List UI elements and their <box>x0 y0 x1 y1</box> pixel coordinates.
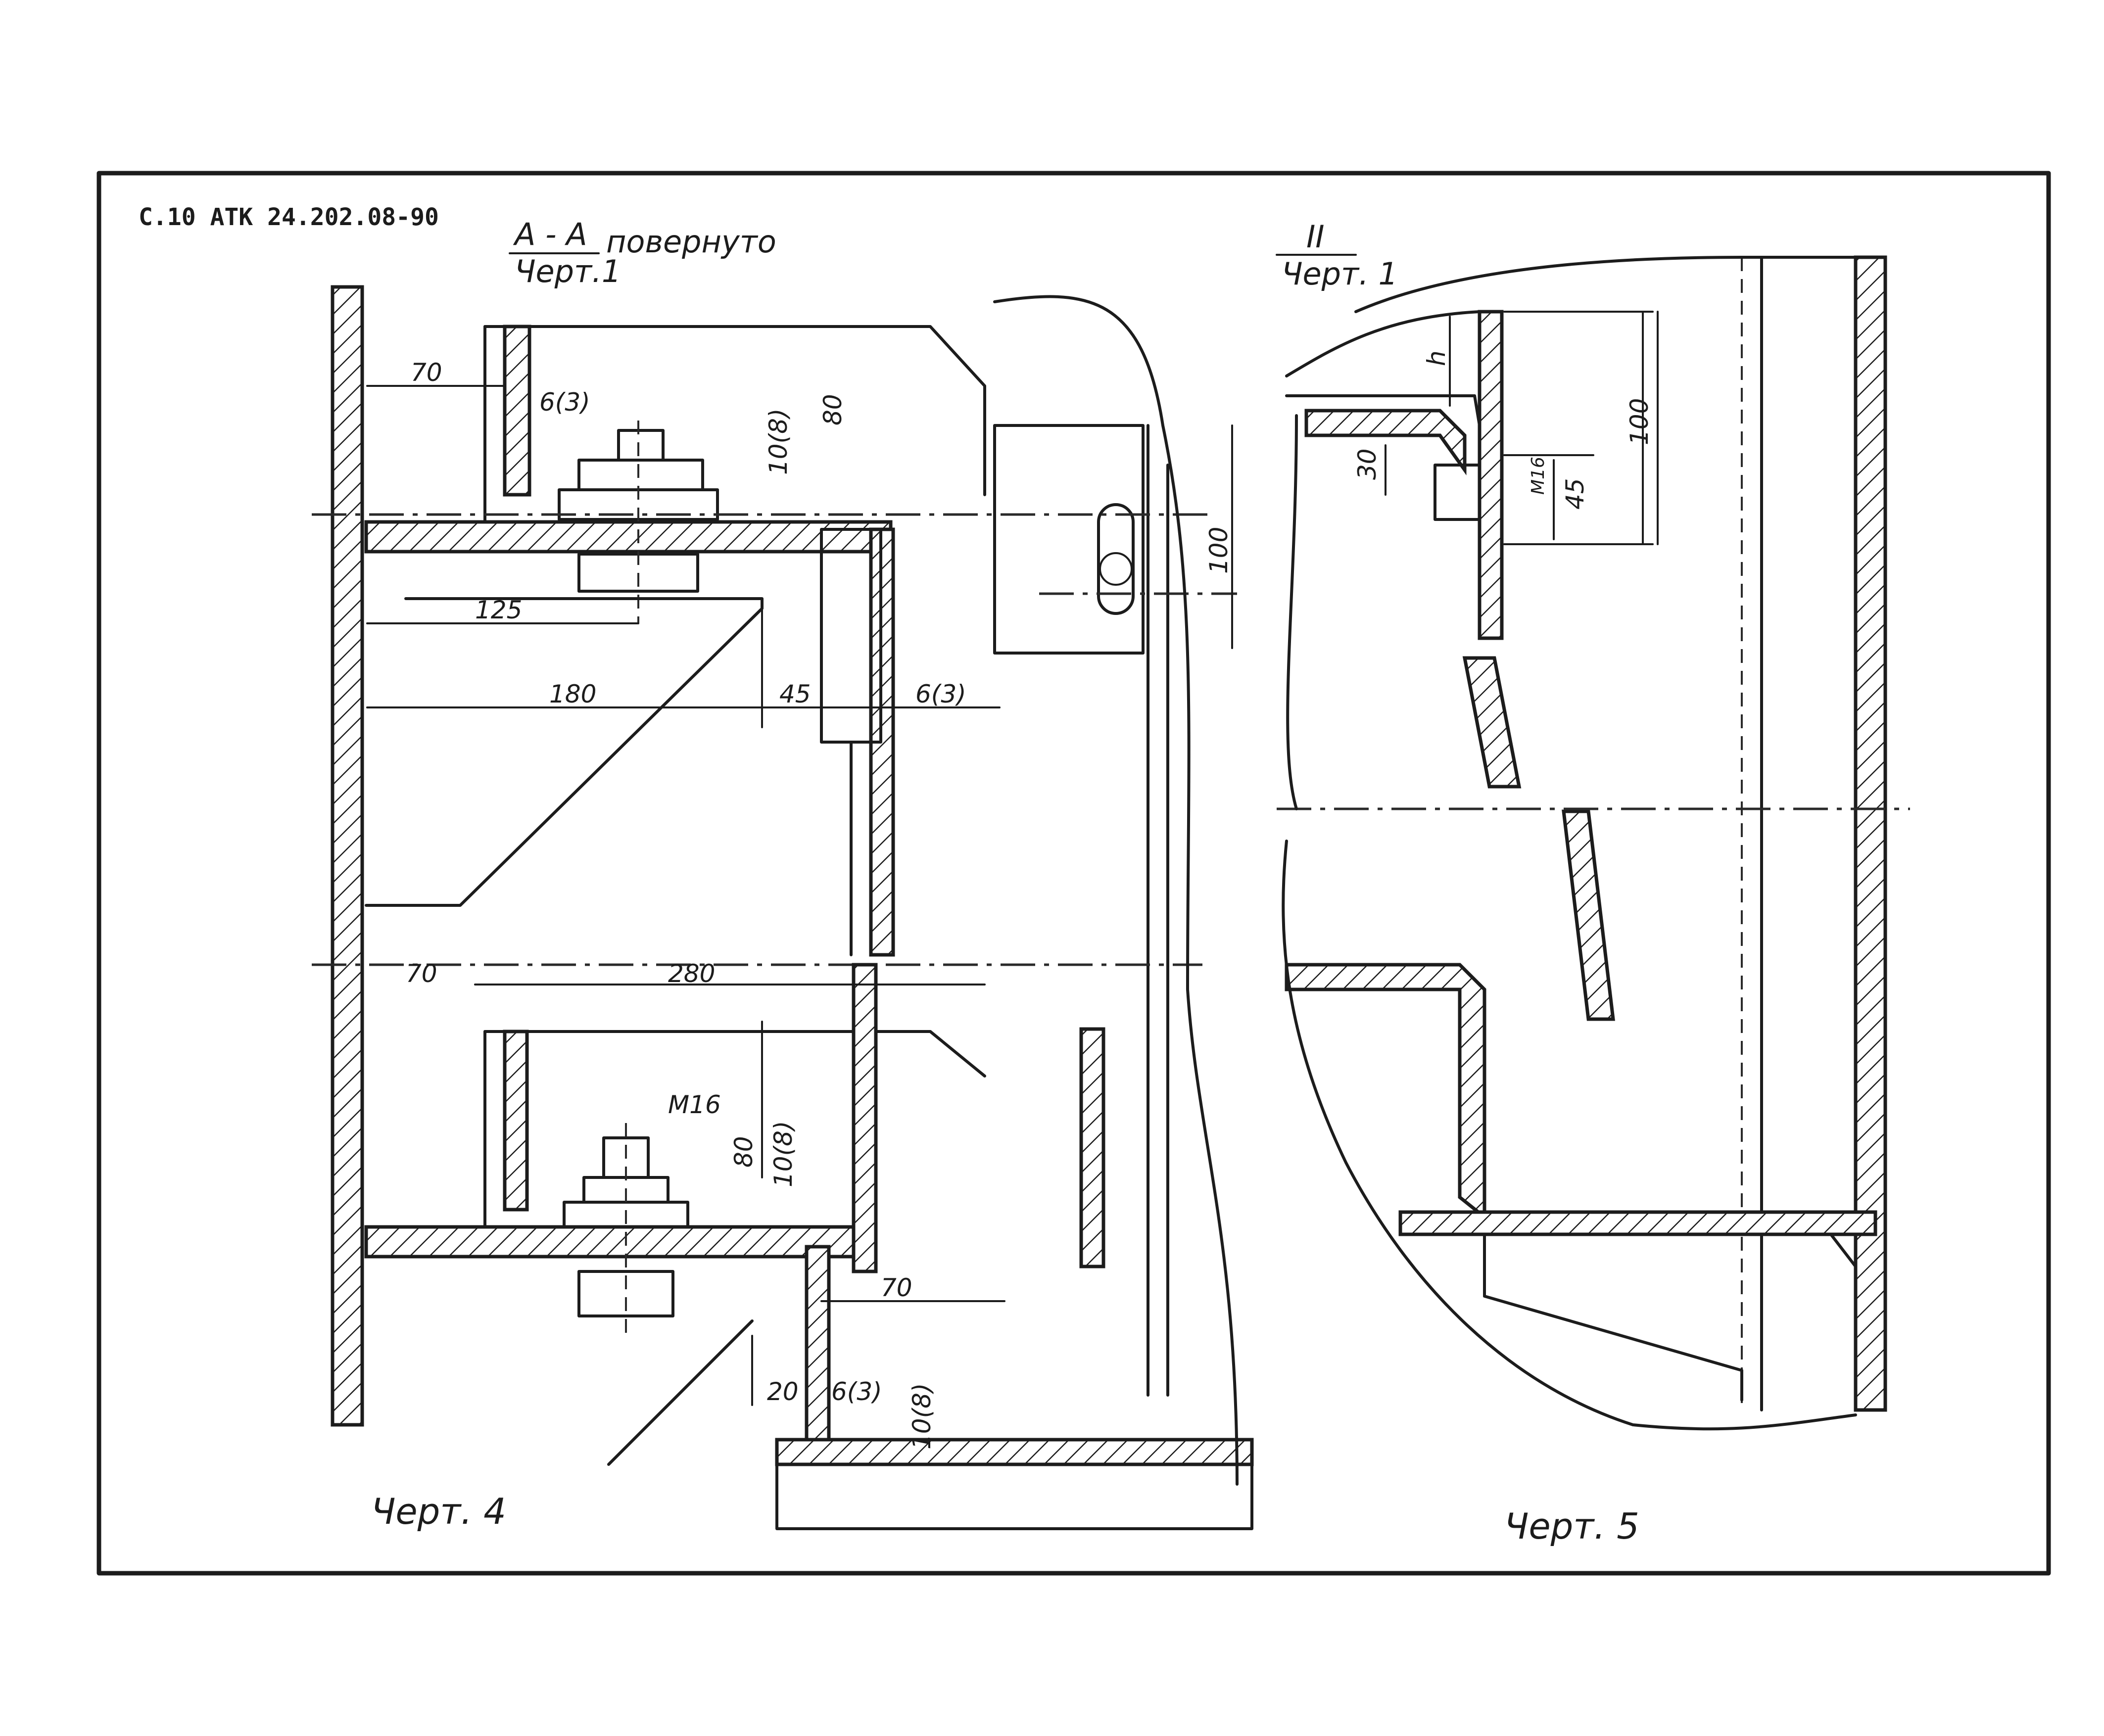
figure-4: А - А Черт.1 повернуто <box>312 216 1254 1532</box>
dim-45: 45 <box>779 680 811 708</box>
dim-10-8-c: 10(8) <box>908 1383 936 1450</box>
upper-bracket <box>364 325 1169 1397</box>
dim-70-mid: 70 <box>406 959 437 988</box>
dim-180: 180 <box>549 680 596 708</box>
section-ref-fig1-b: Черт. 1 <box>1282 256 1398 292</box>
dim-h: h <box>1422 350 1451 366</box>
drawing-frame <box>96 171 2051 1576</box>
figure-5: II Черт. 1 h 100 <box>1276 219 1910 1547</box>
dim-80-top: 80 <box>818 394 847 425</box>
dim-small-label: M16 <box>1528 457 1548 495</box>
wall-plate <box>331 285 364 1427</box>
dim-6-3-a: 6(3) <box>539 388 590 417</box>
dim-125: 125 <box>475 596 522 624</box>
dim-6-3-c: 6(3) <box>831 1377 882 1406</box>
dim-20: 20 <box>767 1377 799 1406</box>
dim-6-3-b: 6(3) <box>915 680 966 708</box>
figure-5-caption: Черт. 5 <box>1504 1505 1639 1547</box>
section-label-aa: А - А <box>513 216 587 252</box>
dim-80-bot: 80 <box>729 1136 758 1168</box>
dim-100-fig5: 100 <box>1625 398 1654 445</box>
section-note-rotated: повернуто <box>606 224 776 260</box>
dim-45-fig5: 45 <box>1561 478 1589 510</box>
lower-bracket <box>364 963 1254 1530</box>
figure-4-caption: Черт. 4 <box>371 1491 506 1532</box>
dim-100: 100 <box>1204 527 1233 574</box>
document-code: С.10 АТК 24.202.08-90 <box>139 203 439 231</box>
section-label-ii: II <box>1306 219 1325 255</box>
dim-10-8-bot: 10(8) <box>769 1121 798 1187</box>
dim-30: 30 <box>1353 448 1382 480</box>
dim-280: 280 <box>668 959 715 988</box>
section-ref-fig1: Черт.1 <box>515 253 621 289</box>
dim-70-bot: 70 <box>881 1273 912 1302</box>
dim-70-top: 70 <box>411 358 442 387</box>
dim-10-8-top: 10(8) <box>764 409 793 475</box>
dim-m16: M16 <box>668 1090 721 1119</box>
